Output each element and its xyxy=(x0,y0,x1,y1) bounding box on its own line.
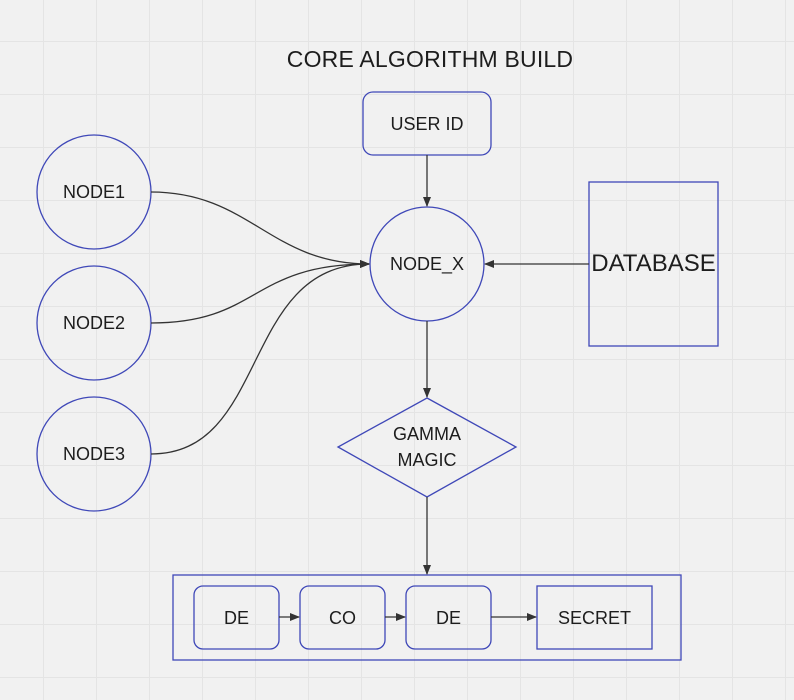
gamma-magic-label: GAMMA MAGIC xyxy=(392,424,461,470)
arrow-node2-to-node-x[interactable] xyxy=(150,260,370,324)
de-second-label: DE xyxy=(435,607,461,628)
diagram-title: CORE ALGORITHM BUILD xyxy=(286,46,574,72)
secret-box[interactable] xyxy=(536,585,653,650)
node3-label: NODE3 xyxy=(62,444,125,464)
co-label: CO xyxy=(329,607,356,628)
database-label: DATABASE xyxy=(591,250,716,277)
node1-label: NODE1 xyxy=(62,182,125,202)
pipeline-group-box[interactable] xyxy=(172,574,682,661)
node-x-label: NODE_X xyxy=(389,254,465,274)
arrow-node1-to-node-x[interactable] xyxy=(150,191,370,268)
arrow-node3-to-node-x[interactable] xyxy=(150,260,370,455)
user-id-label: USER ID xyxy=(390,113,464,134)
node2-label: NODE2 xyxy=(62,313,125,333)
de-first-label: DE xyxy=(223,607,249,628)
secret-label: SECRET xyxy=(557,607,631,628)
